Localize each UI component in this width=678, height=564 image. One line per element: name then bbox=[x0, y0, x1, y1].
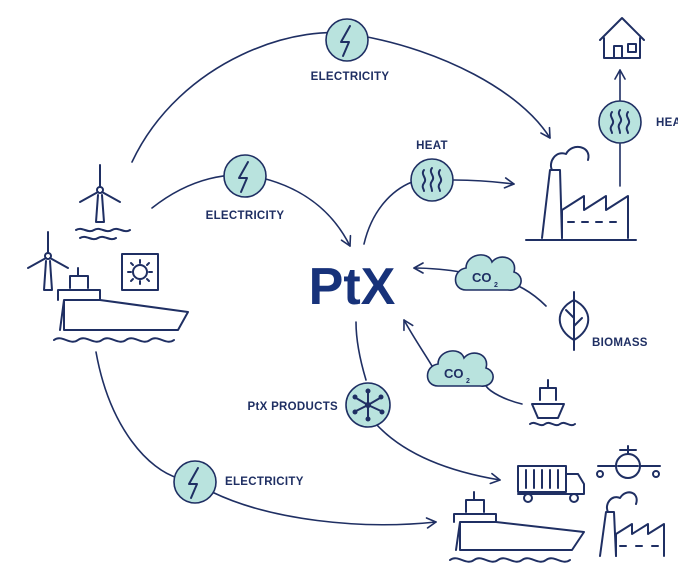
solar-panel-icon bbox=[121, 253, 159, 291]
leaf-icon bbox=[558, 291, 590, 351]
house-icon bbox=[599, 17, 645, 59]
ptx-title: PtX bbox=[309, 258, 396, 316]
airplane-icon bbox=[596, 445, 661, 479]
factory-icon bbox=[525, 145, 637, 241]
factory-icon bbox=[599, 491, 665, 557]
ship-icon bbox=[529, 379, 576, 427]
heat-waves-icon bbox=[598, 100, 642, 144]
wind-turbine-icon bbox=[75, 164, 131, 241]
arrow-electricity-bottom bbox=[95, 351, 436, 525]
electricity-label-bottom: ELECTRICITY bbox=[225, 476, 304, 488]
lightning-icon bbox=[223, 154, 267, 198]
heat-label-right: HEA bbox=[656, 117, 678, 129]
electricity-label-mid: ELECTRICITY bbox=[206, 210, 285, 222]
wind-turbine-icon bbox=[27, 231, 69, 291]
arrow-co2-lower bbox=[404, 320, 523, 405]
network-icon bbox=[345, 382, 391, 428]
arrow-ptx-products bbox=[355, 321, 500, 480]
heat-label-center: HEAT bbox=[416, 140, 448, 152]
truck-icon bbox=[517, 465, 585, 503]
arrow-heat-center bbox=[363, 180, 514, 245]
biomass-label: BIOMASS bbox=[592, 337, 648, 349]
svg-text:2: 2 bbox=[494, 282, 498, 289]
ptx-products-label: PtX PRODUCTS bbox=[248, 401, 339, 413]
svg-text:CO: CO bbox=[472, 270, 492, 285]
co2-cloud-icon: CO 2 bbox=[454, 254, 522, 291]
ship-icon bbox=[449, 491, 585, 563]
lightning-icon bbox=[173, 460, 217, 504]
svg-text:2: 2 bbox=[466, 378, 470, 385]
electricity-label-top: ELECTRICITY bbox=[311, 71, 390, 83]
lightning-icon bbox=[325, 18, 369, 62]
heat-waves-icon bbox=[410, 158, 454, 202]
co2-cloud-icon: CO 2 bbox=[426, 350, 494, 387]
ship-icon bbox=[53, 267, 189, 343]
svg-text:CO: CO bbox=[444, 366, 464, 381]
